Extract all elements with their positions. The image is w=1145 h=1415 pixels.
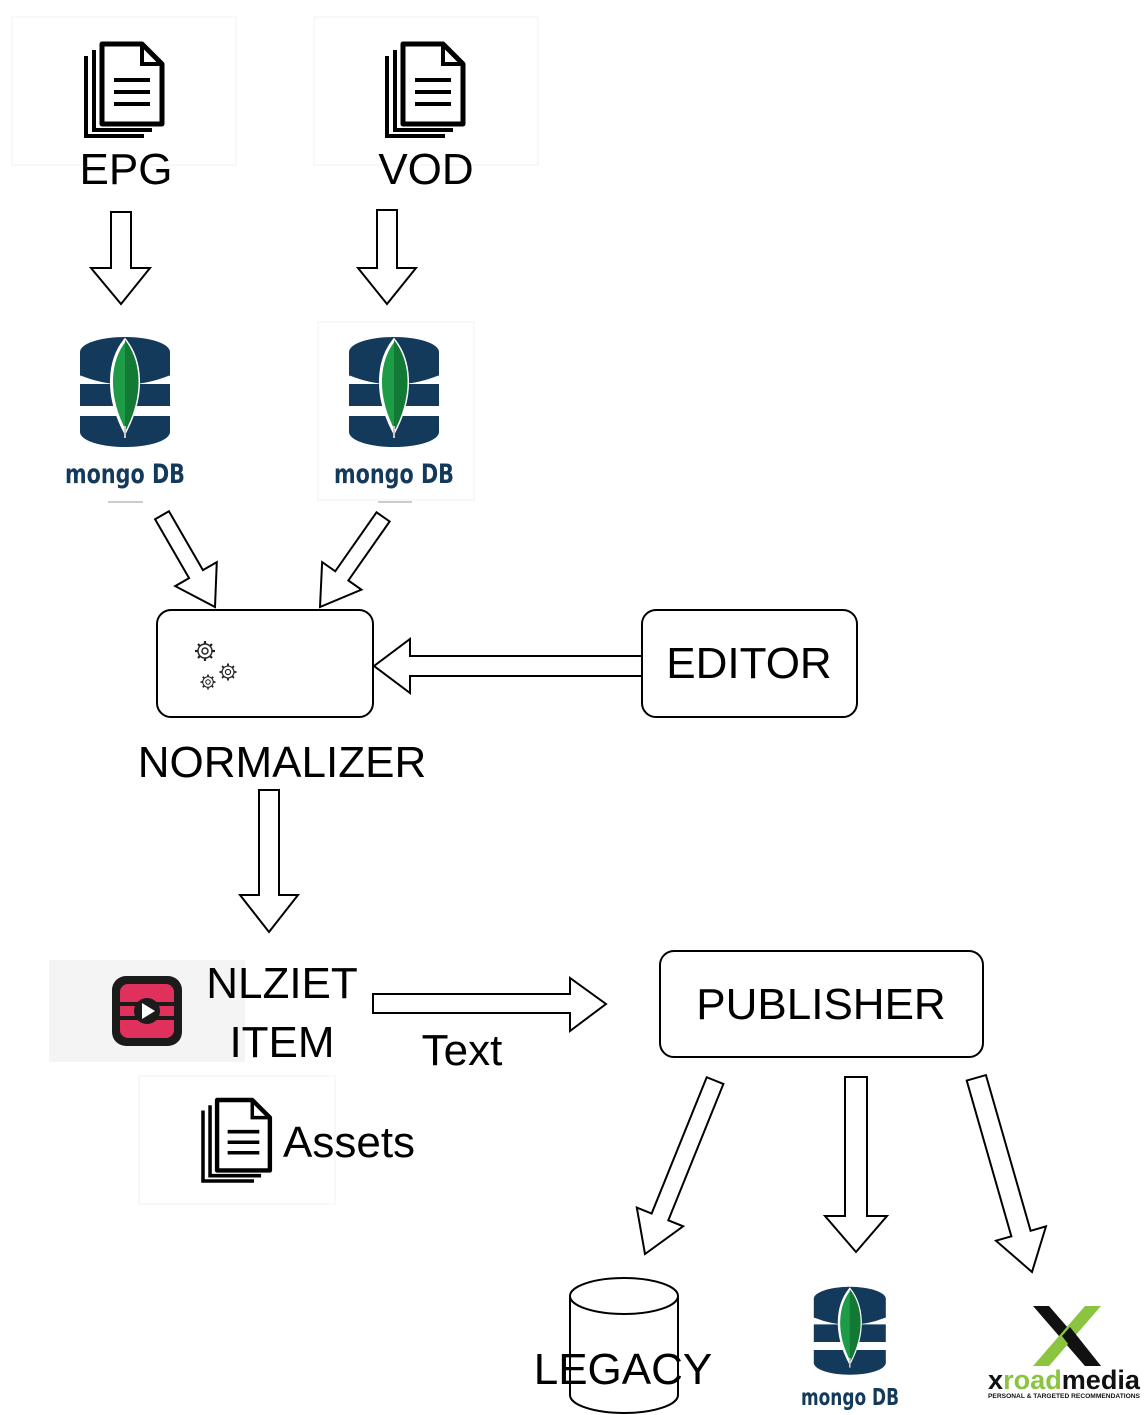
publisher-box [659, 950, 984, 1058]
epg-mongodb-label: mongo DB [65, 459, 185, 490]
xroadmedia-wordmark: xroadmedia [988, 1365, 1141, 1395]
epg-mongodb-icon [80, 337, 170, 447]
epg-label: EPG [80, 145, 173, 194]
arrow-publisher-to-legacy [635, 1075, 725, 1256]
arrow-vod-db-to-normalizer [318, 510, 392, 609]
arrow-epg-db-to-normalizer [153, 509, 218, 609]
xroadmedia-logo-icon [1033, 1306, 1101, 1366]
arrow-publisher-to-mongodb [822, 1076, 890, 1254]
arrow-item-to-publisher [372, 976, 608, 1033]
xroadmedia-tagline: PERSONAL & TARGETED RECOMMENDATIONS [988, 1393, 1141, 1400]
item-label-line1: NLZIET [206, 959, 358, 1008]
assets-label: Assets [283, 1118, 415, 1167]
legacy-cylinder-icon [569, 1277, 679, 1414]
flow-text-label: Text [422, 1026, 503, 1075]
normalizer-label: NORMALIZER [138, 738, 426, 787]
vod-label: VOD [378, 145, 473, 194]
item-label-line2: ITEM [229, 1018, 334, 1067]
nlziet-logo-icon [112, 976, 182, 1046]
arrow-epg-to-db [88, 211, 153, 306]
vod-mongodb-icon [349, 337, 439, 447]
legacy-label: LEGACY [534, 1345, 713, 1394]
arrow-editor-to-normalizer [372, 637, 643, 695]
target-mongodb-label: mongo DB [801, 1385, 899, 1411]
arrow-publisher-to-xroadmedia [965, 1073, 1048, 1274]
vod-mongodb-label: mongo DB [334, 459, 454, 490]
publisher-label: PUBLISHER [696, 980, 945, 1029]
arrow-vod-to-db [355, 209, 419, 306]
target-mongodb-icon [814, 1287, 886, 1375]
arrow-normalizer-to-item [237, 789, 301, 934]
editor-label: EDITOR [666, 639, 831, 688]
normalizer-box [156, 609, 374, 718]
